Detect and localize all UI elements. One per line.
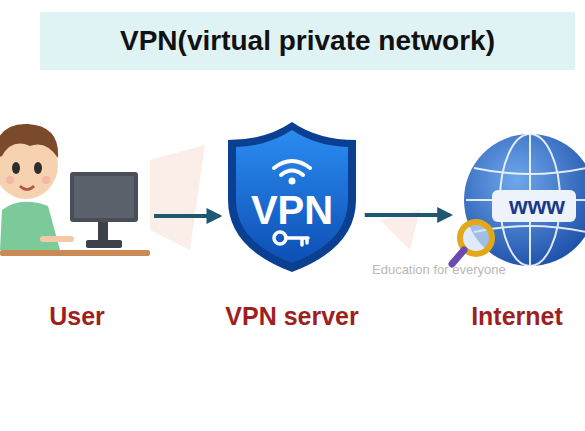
user-illustration xyxy=(0,124,150,256)
diagram-node: wwwInternet xyxy=(452,130,582,343)
flow-arrow xyxy=(154,214,219,218)
internet-globe xyxy=(452,134,585,266)
title-text: VPN(virtual private network) xyxy=(120,25,495,57)
node-label: VPN server xyxy=(221,302,362,331)
title-banner: VPN(virtual private network) xyxy=(40,12,575,70)
node-label: User xyxy=(2,302,152,331)
diagram-node: User xyxy=(2,128,152,343)
flow-arrow xyxy=(365,213,450,217)
watermark-text: Education for everyone xyxy=(372,262,506,277)
shield-text: VPN xyxy=(221,188,362,233)
globe-text: www xyxy=(492,192,582,220)
node-label: Internet xyxy=(452,302,582,331)
watermark-logo xyxy=(150,145,420,250)
diagram-node: VPN VPN server xyxy=(221,118,362,343)
